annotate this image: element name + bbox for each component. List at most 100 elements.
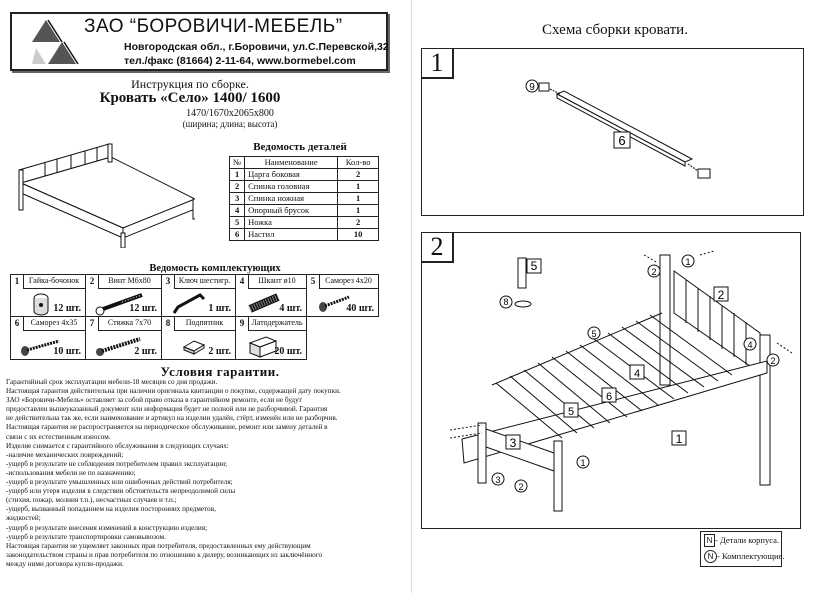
hardware-qty: 4 шт. [279,303,302,314]
bed-illustration [18,143,195,248]
foot-pad-icon [182,340,206,355]
callout-label: 3 [510,436,517,450]
hardware-qty: 12 шт. [53,303,81,314]
warranty-line: предоставлен вышеуказанный документ или … [6,405,328,414]
callout-label: 5 [591,329,596,339]
callout-label: 8 [503,297,508,307]
part-qty: 10 [337,228,380,241]
screw-icon [319,295,350,312]
hardware-item: 7 Стяжка 7х70 2 шт. [85,316,162,360]
warranty-line: жидкостей; [6,514,41,523]
dimensions: 1470/1670x2065x800 [186,108,274,119]
warranty-line: -ущерб в результате внесения изменений в… [6,523,208,532]
hardware-item: 5 Саморез 4х20 40 шт. [306,274,379,317]
callout-label: 6 [618,133,625,148]
hardware-number: 1 [11,275,24,288]
part-qty: 2 [337,216,380,229]
col-number: № [228,156,246,169]
slat-holder-icon [697,168,711,179]
hardware-number: 3 [162,275,175,288]
part-name: Спинка головная [244,180,339,193]
company-address: Новгородская обл., г.Боровичи, ул.С.Пере… [124,41,389,53]
warranty-text: Гарантийный срок эксплуатации мебели-18 … [6,378,406,569]
hardware-number: 9 [236,317,249,330]
callout-label: 4 [634,368,640,380]
slat-holder-icon [248,336,278,358]
dowel-icon [248,293,280,313]
hardware-title: Ведомость комплектующих [149,263,281,274]
parts-table-header: № Наименование Кол-во [228,156,380,169]
component-callout [499,295,513,309]
barrel-nut-icon [33,293,49,316]
hardware-name: Стяжка 7х70 [98,317,161,331]
warranty-line: -ущерб в результате умышленных или ошибо… [6,478,233,487]
dimensions-label: (ширина; длина; высота) [182,119,278,129]
part-callout [563,402,579,418]
warranty-line: Настоящая гарантия не ущемляет законных … [6,541,311,550]
callout-label: 1 [676,432,683,446]
tie-screw-icon [96,337,141,356]
callout-label: 1 [685,257,690,267]
callout-label: 4 [747,340,752,350]
legend-components-label: - Комплектующие. [717,551,785,561]
hardware-number: 8 [162,317,175,330]
hardware-number: 6 [11,317,24,330]
hardware-number: 5 [307,275,320,288]
hardware-qty: 10 шт. [53,346,81,357]
hardware-qty: 40 шт. [346,303,374,314]
warranty-line: -ущерб в результате транспортировки само… [6,532,166,541]
hardware-qty: 12 шт. [129,303,157,314]
col-name: Наименование [244,156,339,169]
legend-body-parts-label: - Детали корпуса. [715,535,779,545]
warranty-line: Настоящая гарантия не распространяется н… [6,423,328,432]
part-number: 3 [228,192,246,205]
part-callout [526,258,542,274]
warranty-line: -ущерб, вызванный попаданием на изделия … [6,505,216,514]
part-callout [629,364,645,380]
hardware-number: 4 [236,275,249,288]
parts-table-title: Ведомость деталей [253,141,347,153]
callout-label: 3 [495,475,500,485]
warranty-line: Настоящая гарантия действительна при нал… [6,387,341,396]
hardware-item: 1 Гайка-бочонок 12 шт. [10,274,86,317]
hardware-qty: 2 шт. [208,346,231,357]
part-number: 4 [228,204,246,217]
hardware-number: 7 [86,317,99,330]
part-name: Царга боковая [244,168,339,181]
hardware-number: 2 [86,275,99,288]
hardware-item: 6 Саморез 4х35 10 шт. [10,316,86,360]
page-divider [411,0,412,593]
part-name: Спинка ножная [244,192,339,205]
company-header: ЗАО “БОРОВИЧИ-МЕБЕЛЬ” Новгородская обл.,… [10,12,389,71]
hardware-name: Гайка-бочонок [23,275,85,289]
warranty-line: -ущерб или утеря изделия в следствии обс… [6,487,236,496]
callout-label: 2 [518,482,523,492]
part-name: Настил [244,228,339,241]
hardware-name: Подпятник [174,317,235,331]
col-qty: Кол-во [337,156,380,169]
warranty-line: между ними договора купли-продажи. [6,559,124,568]
hardware-name: Винт М6х80 [98,275,161,289]
company-contact: тел./факс (81664) 2-11-64, www.bormebel.… [124,55,356,67]
callout-label: 1 [580,458,585,468]
part-number: 1 [228,168,246,181]
hardware-name: Саморез 4х20 [319,275,378,289]
part-callout [671,430,687,446]
hardware-item: 2 Винт М6х80 12 шт. [85,274,162,317]
component-callout [525,79,539,93]
model-title: Кровать «Село» 1400/ 1600 [99,90,281,106]
hardware-name: Латодержатель [248,317,306,331]
part-number: 6 [228,228,246,241]
hex-key-icon [172,293,206,314]
legend-body-parts: N- Детали корпуса. [701,532,781,548]
hardware-name: Саморез 4х35 [23,317,85,331]
step-2-diagram: 5 8 2 1 4 6 5 3 2 1 4 2 5 3 2 1 [449,250,793,512]
hardware-item: 3 Ключ шестигр. 1 шт. [161,274,236,317]
step-1-diagram: 9 6 [525,79,711,179]
warranty-title: Условия гарантии. [160,364,280,379]
part-callout [601,387,617,403]
